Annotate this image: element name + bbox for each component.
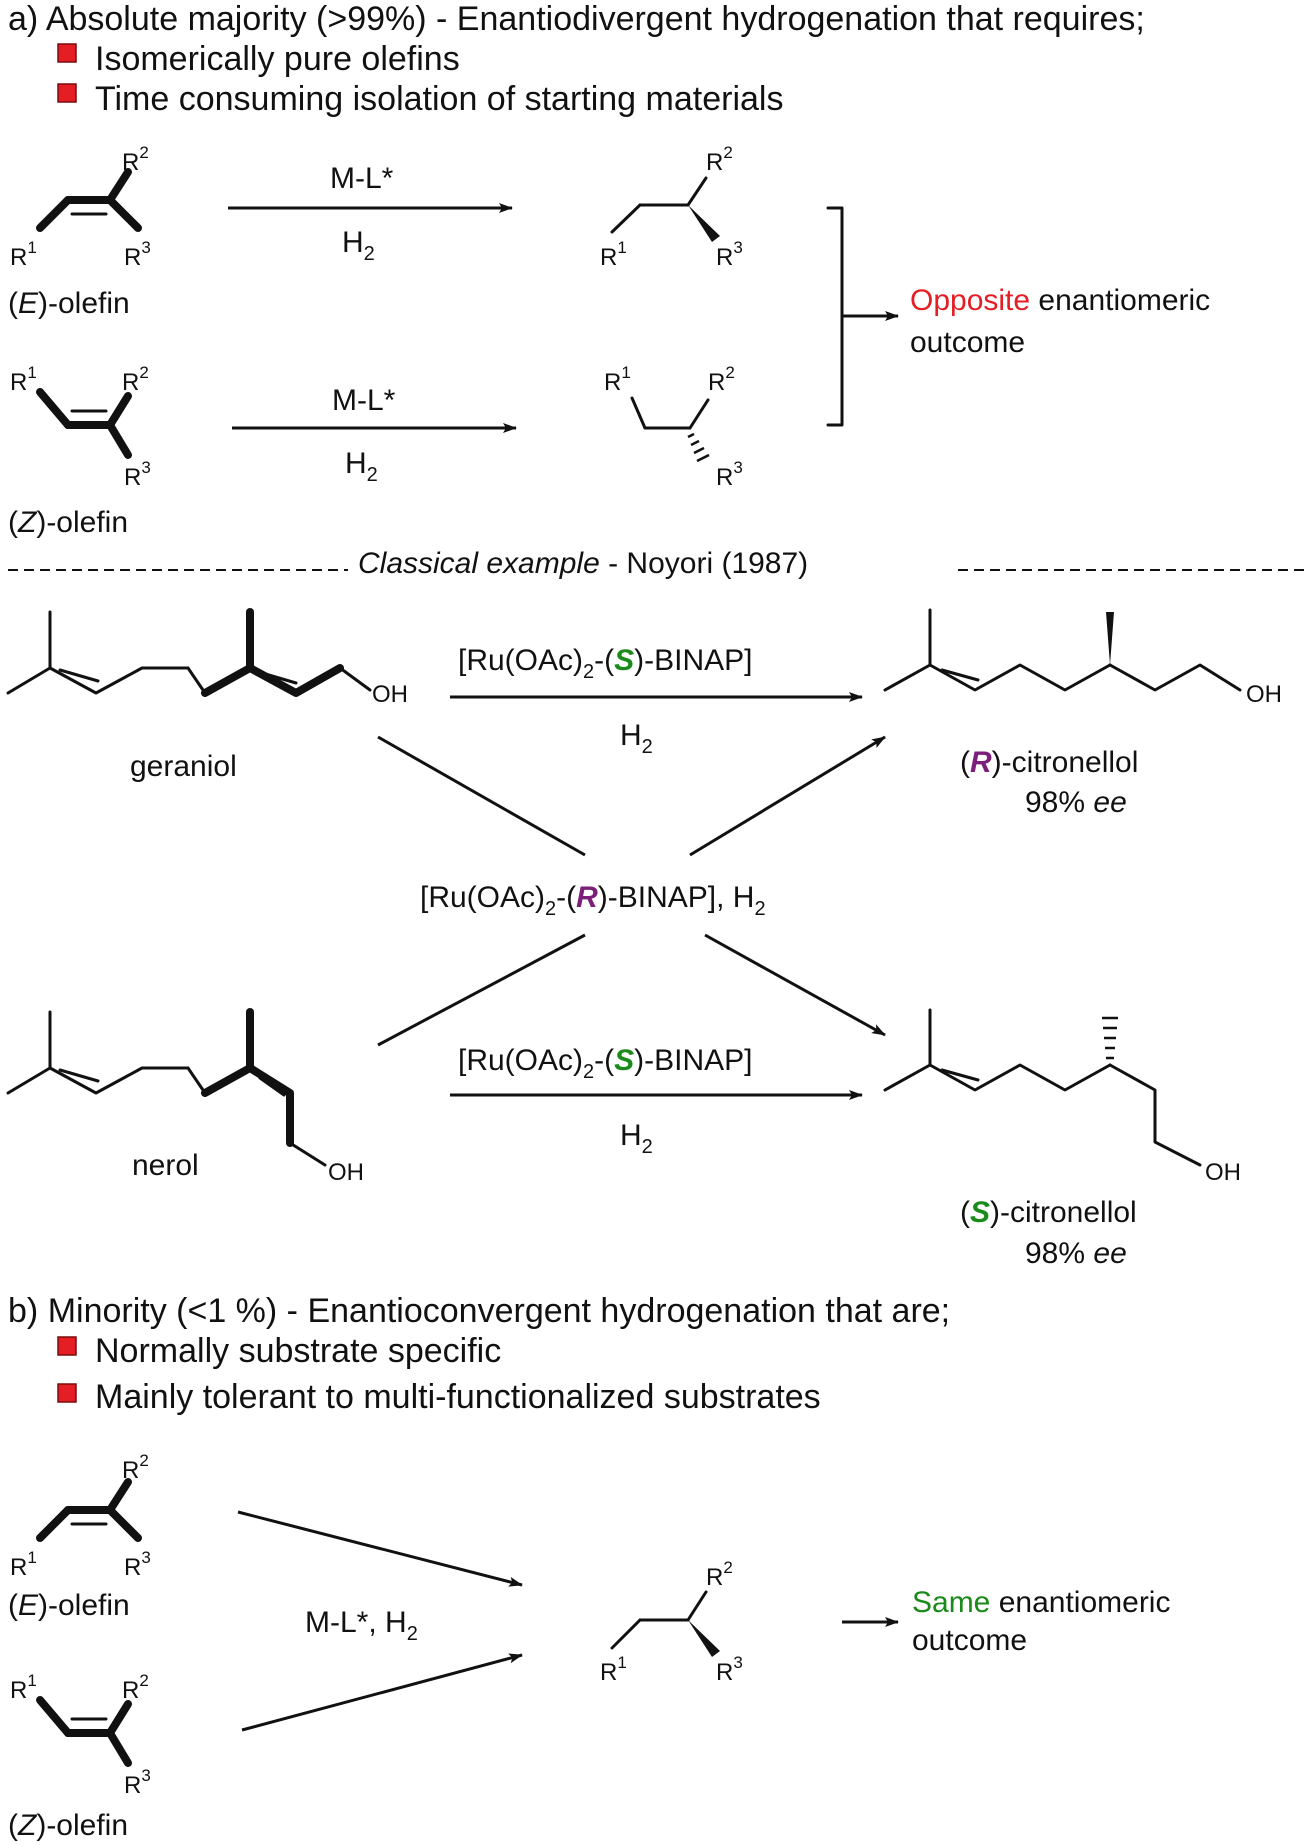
e-olefin-label: (E)-olefin [8, 287, 130, 320]
svg-text:R2: R2 [122, 1451, 149, 1484]
svg-text:R1: R1 [600, 238, 627, 271]
outcome-line2-b: outcome [912, 1624, 1027, 1657]
e-olefin-structure: R1 R2 R3 [10, 143, 151, 271]
svg-text:R2: R2 [706, 143, 733, 176]
s-citronellol-structure: OH [883, 1008, 1241, 1186]
catalyst-label: M-L* [332, 384, 396, 417]
nerol-structure: OH [6, 1008, 364, 1186]
section-a-bullet-2: Time consuming isolation of starting mat… [95, 80, 783, 118]
product-structure-b: R1 R2 R3 [600, 1558, 743, 1686]
svg-text:R3: R3 [124, 458, 151, 491]
svg-text:R1: R1 [10, 238, 37, 271]
z-olefin-structure-b: R1 R2 R3 [10, 1671, 151, 1799]
outcome-line2: outcome [910, 326, 1025, 359]
product-structure-e: R1 R2 R3 [600, 143, 743, 271]
r-citronellol-label: (R)-citronellol [960, 746, 1138, 779]
svg-text:R1: R1 [10, 363, 37, 396]
catalyst-s-binap: [Ru(OAc)2-(S)-BINAP] [458, 644, 753, 683]
svg-text:R3: R3 [716, 458, 743, 491]
bullet-icon [57, 1336, 77, 1356]
svg-text:R1: R1 [10, 1671, 37, 1704]
s-ee-label: 98% ee [1025, 1237, 1127, 1270]
svg-text:R3: R3 [124, 1548, 151, 1581]
bullet-icon [57, 83, 77, 103]
converging-arrow [237, 1510, 523, 1587]
geraniol-structure: OH [6, 608, 408, 708]
geraniol-label: geraniol [130, 750, 237, 783]
svg-text:R3: R3 [124, 1766, 151, 1799]
svg-text:R2: R2 [122, 363, 149, 396]
product-structure-z: R1 R2 R3 [604, 363, 743, 491]
r-citronellol-structure: OH [883, 608, 1282, 708]
s-citronellol-label: (S)-citronellol [960, 1196, 1137, 1229]
svg-text:OH: OH [1246, 681, 1282, 708]
h2-label: H2 [620, 719, 653, 758]
svg-text:R1: R1 [604, 363, 631, 396]
section-a-bullet-1: Isomerically pure olefins [95, 40, 460, 78]
reagent-label: H2 [345, 447, 378, 486]
svg-text:R1: R1 [600, 1653, 627, 1686]
section-b-bullet-2: Mainly tolerant to multi-functionalized … [95, 1378, 821, 1416]
classical-example-title: Classical example - Noyori (1987) [358, 547, 808, 580]
z-olefin-label-b: (Z)-olefin [8, 1809, 128, 1842]
svg-text:R2: R2 [706, 1558, 733, 1591]
section-b-bullet-1: Normally substrate specific [95, 1332, 501, 1370]
bracket [826, 206, 844, 427]
conditions-label: M-L*, H2 [305, 1606, 418, 1645]
converging-arrow [241, 1653, 523, 1732]
svg-text:R1: R1 [10, 1548, 37, 1581]
svg-text:R2: R2 [122, 1671, 149, 1704]
catalyst-r-binap: [Ru(OAc)2-(R)-BINAP], H2 [420, 881, 766, 920]
cross-arrow [689, 735, 886, 857]
outcome-opposite: Opposite enantiomeric [910, 284, 1210, 317]
e-olefin-label-b: (E)-olefin [8, 1589, 130, 1622]
bullet-icon [57, 43, 77, 63]
svg-text:R3: R3 [716, 1653, 743, 1686]
section-b-heading: b) Minority (<1 %) - Enantioconvergent h… [8, 1292, 950, 1330]
z-olefin-label: (Z)-olefin [8, 506, 128, 539]
svg-text:R3: R3 [124, 238, 151, 271]
z-olefin-structure: R1 R2 R3 [10, 363, 151, 491]
cross-arrow [704, 933, 886, 1037]
cross-line [377, 735, 586, 857]
svg-text:OH: OH [372, 681, 408, 708]
r-ee-label: 98% ee [1025, 786, 1127, 819]
cross-line [377, 933, 586, 1047]
section-a-heading: a) Absolute majority (>99%) - Enantiodiv… [8, 0, 1145, 38]
e-olefin-structure-b: R1 R2 R3 [10, 1451, 151, 1581]
svg-text:OH: OH [328, 1159, 364, 1186]
catalyst-s-binap: [Ru(OAc)2-(S)-BINAP] [458, 1044, 753, 1083]
svg-text:OH: OH [1205, 1159, 1241, 1186]
svg-text:R2: R2 [122, 143, 149, 176]
nerol-label: nerol [132, 1149, 199, 1182]
h2-label: H2 [620, 1119, 653, 1158]
svg-text:R3: R3 [716, 238, 743, 271]
bullet-icon [57, 1383, 77, 1403]
outcome-same: Same enantiomeric [912, 1586, 1170, 1619]
svg-text:R2: R2 [708, 363, 735, 396]
reagent-label: H2 [342, 226, 375, 265]
catalyst-label: M-L* [330, 162, 394, 195]
